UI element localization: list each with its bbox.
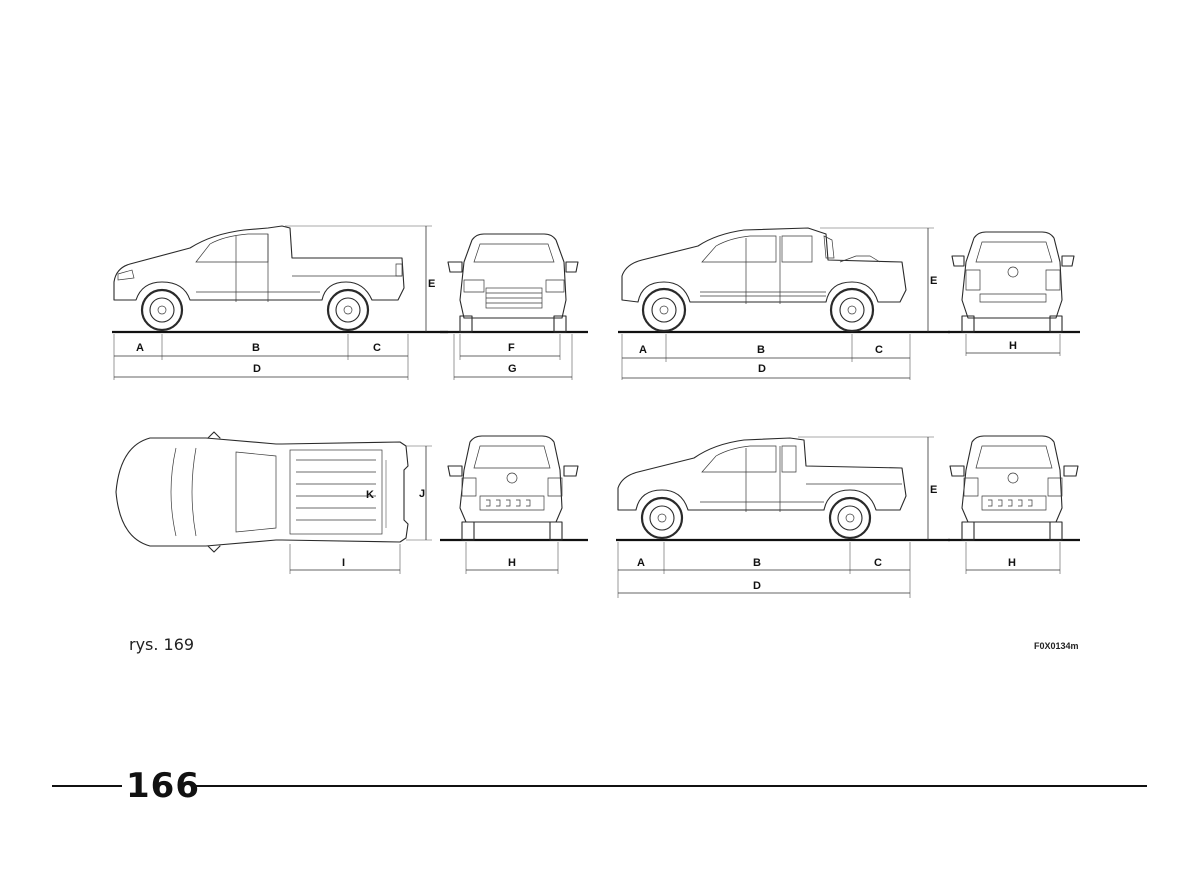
- dim-label-c-3: C: [874, 557, 882, 569]
- rear-view-top-right: H: [948, 231, 1080, 356]
- dim-label-e: E: [428, 278, 435, 290]
- dim-label-a-3: A: [637, 557, 645, 569]
- side-view-top-right: E A B C D: [618, 227, 950, 380]
- side-view-top-left: E A B C D: [112, 225, 448, 380]
- dim-label-b-2: B: [757, 344, 765, 356]
- figure-caption: rys. 169: [129, 635, 195, 654]
- dim-label-i: I: [342, 557, 345, 569]
- dim-label-c: C: [373, 342, 381, 354]
- dim-label-c-2: C: [875, 344, 883, 356]
- dim-label-b: B: [252, 342, 260, 354]
- dim-label-d-2: D: [758, 363, 766, 375]
- dim-label-e-2: E: [930, 275, 937, 287]
- dim-label-a: A: [136, 342, 144, 354]
- dim-label-h-2: H: [508, 557, 516, 569]
- rear-view-bottom-left: H: [440, 435, 588, 574]
- dim-label-j: J: [419, 488, 425, 500]
- dim-label-h-3: H: [1008, 557, 1016, 569]
- front-view: F G: [440, 233, 588, 380]
- dim-label-b-3: B: [753, 557, 761, 569]
- dim-label-e-3: E: [930, 484, 937, 496]
- top-view: K J I: [115, 431, 432, 574]
- side-view-bottom: E A B C D: [616, 436, 950, 598]
- footer-rule-left: [52, 785, 122, 787]
- dim-label-d: D: [253, 363, 261, 375]
- dim-label-a-2: A: [639, 344, 647, 356]
- figure-code: F0X0134m: [1034, 641, 1079, 651]
- dim-label-h: H: [1009, 340, 1017, 352]
- dim-label-d-3: D: [753, 580, 761, 592]
- page-number: 166: [126, 766, 200, 806]
- dim-label-k: K: [366, 489, 374, 501]
- rear-view-bottom-right: H: [948, 435, 1080, 574]
- footer-rule-right: [196, 785, 1147, 787]
- dim-label-f: F: [508, 342, 515, 354]
- dim-label-g: G: [508, 363, 517, 375]
